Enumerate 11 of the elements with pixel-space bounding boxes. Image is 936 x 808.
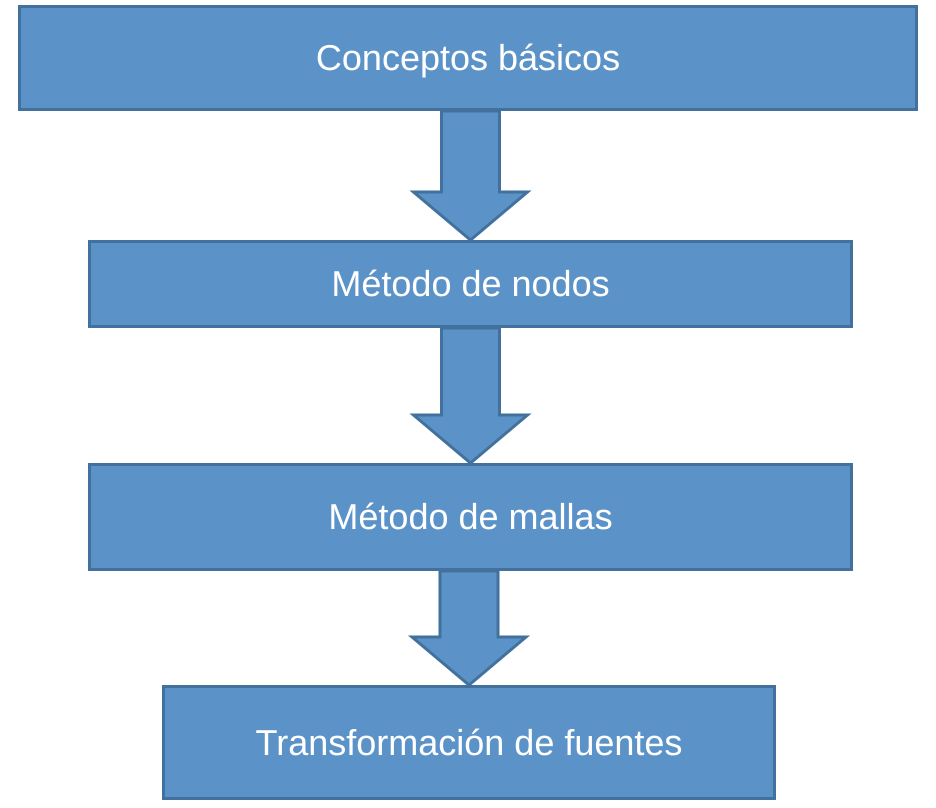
box-label: Conceptos básicos [316, 37, 620, 79]
process-box [88, 463, 853, 571]
box-label: Método de nodos [331, 263, 610, 305]
process-box [18, 5, 918, 111]
block-arrow [409, 326, 532, 465]
box-label: Transformación de fuentes [256, 722, 682, 764]
process-box [162, 685, 776, 800]
box-label: Método de mallas [328, 496, 613, 538]
block-arrow [409, 110, 532, 242]
block-arrow [408, 570, 530, 687]
process-box [88, 240, 853, 328]
